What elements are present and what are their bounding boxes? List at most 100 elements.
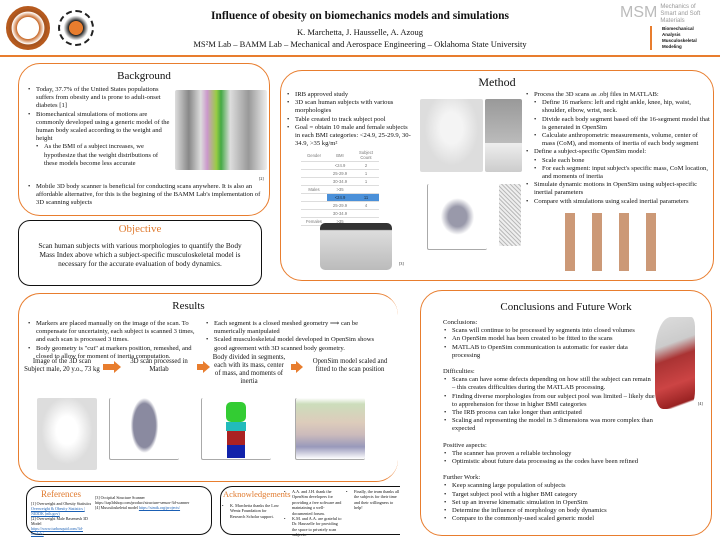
positive-item: Optimistic about future data processing … [443,458,655,466]
further-work-item: Target subject pool with a higher BMI ca… [443,491,655,499]
method-bullet: 3D scan human subjects with various morp… [286,99,414,115]
reference-item: [4] Musculoskeletal model https://simtk.… [95,505,181,510]
method-step: Compare with simulations using scaled in… [525,198,711,206]
results-caption: Image of the 3D scan Subject male, 20 y.… [24,358,100,373]
results-bullet: Each segment is a closed meshed geometry… [205,320,381,336]
references-title: References [41,489,81,499]
opensim-skeleton-markers-image [485,99,522,172]
method-bullet: Table created to track subject pool [286,116,414,124]
positive-item: The scanner has proven a reliable techno… [443,450,655,458]
acknowledgements-title: Acknowledgements [223,489,291,499]
difficulties-item: Scans can have some defects depending on… [443,376,655,392]
reference-item: [2] Overweight Male Basemesh 3D Model ht… [31,516,88,536]
squatting-skeleton-image [655,317,695,409]
bamm-logo: Biomechanical Analysis Musculoskeletal M… [650,26,710,50]
difficulties-heading: Difficulties: [443,368,475,376]
background-bullet: Mobile 3D body scanner is beneficial for… [27,183,265,208]
conclusions-section: Conclusions and Future Work Conclusions:… [420,290,712,536]
arrow-icon [291,361,303,373]
further-work-item: Compare to the commonly-used scaled gene… [443,515,655,523]
objective-section: Objective Scan human subjects with vario… [18,220,262,286]
method-sub-step: For each segment: input subject's specif… [525,165,711,181]
method-title: Method [478,75,516,89]
opensim-fitted-plot [295,398,365,460]
fig-ref: [4] [698,401,703,406]
method-sub-step: Calculate anthropometric measurements, v… [525,132,711,148]
further-work-item: Keep scanning large population of subjec… [443,482,655,490]
authors: K. Marchetta, J. Hausselle, A. Azoug [296,27,424,37]
reference-link[interactable]: Overweight & Obesity Statistics | NIDDK … [31,506,85,516]
difficulties-item: The IRB process can take longer than ant… [443,409,655,417]
method-step: Simulate dynamic motions in OpenSim usin… [525,181,711,197]
affiliation: MS²M Lab – BAMM Lab – Mechanical and Aer… [193,39,527,49]
references-section: References [1] Overweight and Obesity St… [26,486,212,536]
difficulties-item: Finding diverse morphologies from our su… [443,393,655,409]
method-bullet: IRB approved study [286,91,414,99]
reference-link[interactable]: https://simtk.org/projects/ [138,505,181,510]
conclusions-item: Scans will continue to be processed by s… [443,327,655,335]
mesh-closeup-image [499,184,521,246]
results-bullet: Markers are placed manually on the image… [27,320,203,345]
matlab-scan-plot [109,398,179,460]
background-section: Background Today, 37.7% of the United St… [18,63,270,216]
ack-item: K. Marchetta thanks the Low Wentz Founda… [221,503,281,519]
conclusions-item: An OpenSim model has been created to be … [443,335,655,343]
objective-title: Objective [118,223,162,235]
further-work-item: Set up an inverse kinematic simulation i… [443,499,655,507]
method-sub-step: Define 16 markers: left and right ankle,… [525,99,711,115]
difficulties-item: Scaling and representing the model in 3 … [443,417,655,433]
results-title: Results [172,300,205,312]
results-caption: Body divided in segments, each with its … [212,354,286,385]
objective-text: Scan human subjects with various morphol… [38,241,242,268]
torso-segment [226,402,246,422]
reference-item: [3] Occipital Structure Scanner https://… [95,495,190,505]
background-title: Background [117,70,171,82]
method-sub-step: Divide each body segment based off the 1… [525,116,711,132]
background-sub-bullet: As the BMI of a subject increases, we hy… [27,143,171,168]
shank-segment [227,445,245,458]
ack-item: A.A. and J.H. thank the OpenSim develope… [283,489,343,516]
fig-ref: [3] [399,261,404,266]
pelvis-segment [226,422,246,431]
results-caption: OpenSim model scaled and fitted to the s… [312,358,388,373]
marker-plot-image [427,184,487,250]
reference-item: [1] Overweight and Obesity Statistics Ov… [31,501,92,516]
thigh-segment [227,431,245,445]
further-work-heading: Further Work: [443,474,481,482]
poster-title: Influence of obesity on biomechanics mod… [210,10,510,22]
results-section: Results Markers are placed manually on t… [18,293,398,482]
ack-item: K.M. and A.A. are grateful to Dr. Hausse… [283,516,343,538]
method-sub-step: Scale each bone [525,157,711,165]
conclusions-heading: Conclusions: [443,319,478,326]
method-section: Method IRB approved study 3D scan human … [280,70,714,281]
results-bullet: Body geometry is "cut" at markers positi… [27,345,203,361]
reference-link[interactable]: https://www.turbosquid.com/3d-models/ [31,526,83,536]
bamm-gear-logo [58,10,94,46]
method-step: Process the 3D scans as .obj files in MA… [525,91,711,99]
poster-header: Influence of obesity on biomechanics mod… [0,0,720,57]
fig-ref: [2] [259,176,264,181]
segmented-body-plot [201,398,271,460]
arrow-icon [197,361,210,373]
arrow-icon [103,361,121,373]
conclusions-item: MATLAB to OpenSim communication is autom… [443,344,643,360]
further-work-item: Determine the influence of morphology on… [443,507,655,515]
results-caption: 3D scan processed in Matlab [130,358,188,373]
obese-body-models-image [175,90,267,170]
walking-simulation-image [557,213,667,271]
background-bullet: Today, 37.7% of the United States popula… [27,86,171,111]
osu-seal-logo [6,6,50,50]
ack-item: Finally, the team thanks all the subject… [345,489,401,511]
results-bullet: Scaled musculoskeletal model developed i… [205,336,381,352]
method-step: Define a subject-specific OpenSim model: [525,148,711,156]
background-bullet: Biomechanical simulations of motions are… [27,111,171,144]
conclusions-title: Conclusions and Future Work [500,301,632,313]
3d-scan-image [420,99,483,172]
method-bullet: Goal = obtain 10 male and female subject… [286,124,414,149]
scan-photo-image [37,398,97,470]
ms2m-logo-text: Mechanics of Smart and Soft Materials [660,4,701,24]
3d-scanner-ipad-image [320,223,392,270]
positive-heading: Positive aspects: [443,441,487,449]
